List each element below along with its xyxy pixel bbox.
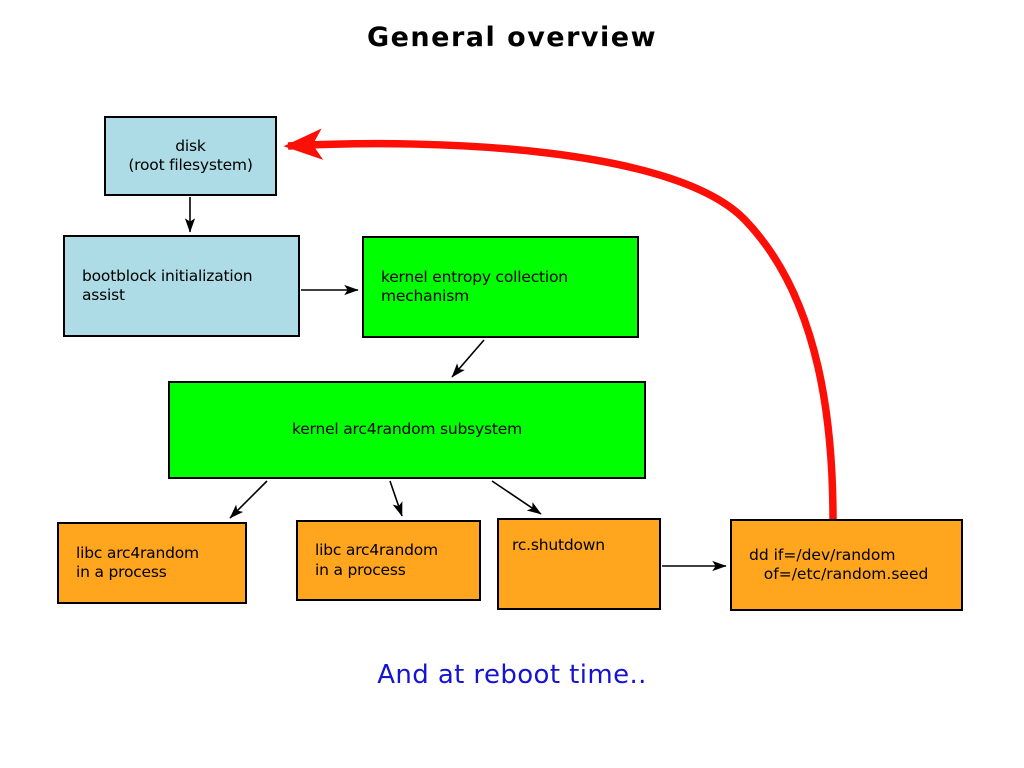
edge-kernel-entropy-to-arc4random — [451, 339, 485, 378]
node-dd-random-seed[interactable]: dd if=/dev/random of=/etc/random.seed — [730, 519, 963, 611]
edge-arc4random-to-libc-1 — [229, 480, 268, 519]
node-disk-label: disk (root filesystem) — [128, 136, 253, 174]
node-dd-label: dd if=/dev/random of=/etc/random.seed — [749, 545, 929, 583]
node-bootblock-initialization-assist[interactable]: bootblock initialization assist — [63, 235, 300, 337]
node-arc4random-label: kernel arc4random subsystem — [292, 420, 522, 439]
node-libc-arc4random-process-1[interactable]: libc arc4random in a process — [57, 522, 247, 604]
node-disk[interactable]: disk (root filesystem) — [104, 116, 277, 196]
node-rc-shutdown[interactable]: rc.shutdown — [497, 518, 661, 610]
node-kernel-entropy-label: kernel entropy collection mechanism — [381, 267, 568, 305]
node-bootblock-label: bootblock initialization assist — [82, 266, 253, 304]
slide-footnote: And at reboot time.. — [377, 660, 647, 690]
node-kernel-entropy-collection-mechanism[interactable]: kernel entropy collection mechanism — [362, 236, 639, 338]
edge-arc4random-to-libc-2 — [389, 480, 403, 517]
node-libc-2-label: libc arc4random in a process — [315, 541, 438, 579]
node-libc-arc4random-process-2[interactable]: libc arc4random in a process — [296, 520, 481, 601]
node-rc-shutdown-label: rc.shutdown — [512, 536, 605, 554]
edge-arc4random-to-rc-shutdown — [491, 480, 542, 515]
slide-title: General overview — [366, 22, 658, 53]
node-kernel-arc4random-subsystem[interactable]: kernel arc4random subsystem — [168, 381, 646, 479]
node-libc-1-label: libc arc4random in a process — [76, 543, 199, 581]
